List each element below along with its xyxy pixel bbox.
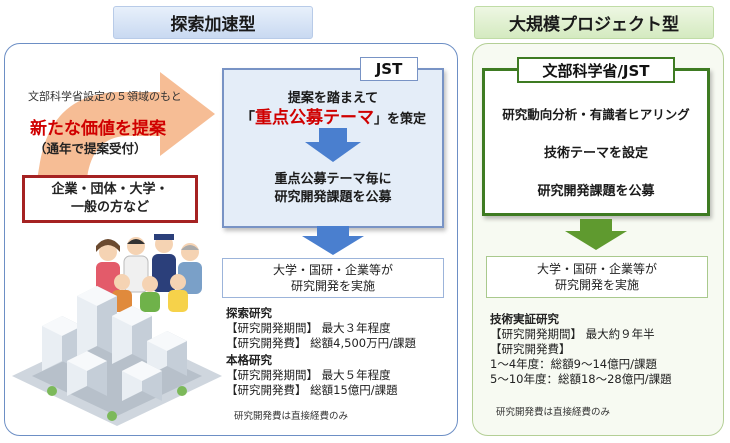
right-result-line2: 研究開発を実施 — [554, 278, 639, 292]
explore-period: 【研究開発期間】 最大３年程度 — [226, 321, 391, 335]
right-header-label: 大規模プロジェクト型 — [509, 15, 679, 35]
jst-line2-close: 」を策定 — [374, 112, 427, 127]
left-result-box: 大学・国研・企業等が 研究開発を実施 — [222, 258, 444, 298]
jst-line2-open: 「 — [239, 109, 255, 127]
demo-cost: 【研究開発費】 — [490, 342, 571, 356]
proposal-sub: （通年で提案受付） — [34, 141, 147, 156]
left-result-line1: 大学・国研・企業等が — [272, 263, 393, 277]
full-period: 【研究開発期間】 最大５年程度 — [226, 368, 391, 382]
explore-title: 探索研究 — [226, 306, 272, 320]
left-result-line2: 研究開発を実施 — [290, 279, 375, 293]
jst-line1: 提案を踏まえて — [287, 91, 379, 106]
city-illustration — [12, 286, 222, 426]
left-header: 探索加速型 — [113, 6, 313, 39]
jst-line2: 「重点公募テーマ」を策定 — [222, 103, 444, 128]
proposal-title: 新たな価値を提案 — [30, 119, 166, 139]
mext-line1: 研究動向分析・有識者ヒアリング — [502, 107, 690, 122]
mext-line2: 技術テーマを設定 — [543, 146, 648, 161]
mext-line3: 研究開発課題を公募 — [537, 184, 655, 199]
demo-title: 技術実証研究 — [490, 312, 559, 326]
left-header-label: 探索加速型 — [170, 15, 256, 35]
left-down-arrow — [302, 226, 364, 255]
jst-line2-emphasis: 重点公募テーマ — [255, 108, 374, 128]
demo-cost1: 1～4年度：総額9～14億円/課題 — [490, 357, 657, 371]
right-header: 大規模プロジェクト型 — [474, 6, 714, 39]
full-cost: 【研究開発費】 総額15億円/課題 — [226, 383, 398, 397]
left-note: 研究開発費は直接経費のみ — [234, 411, 349, 422]
mext-box — [482, 68, 710, 216]
field-note: 文部科学省設定の５領域のもと — [28, 90, 182, 103]
people-illustration — [96, 234, 202, 312]
right-note: 研究開発費は直接経費のみ — [496, 407, 611, 418]
right-result-box: 大学・国研・企業等が 研究開発を実施 — [486, 256, 708, 298]
jst-inner-arrow — [305, 128, 361, 162]
right-info: 技術実証研究 【研究開発期間】 最大約９年半 【研究開発費】 1～4年度：総額9… — [490, 312, 720, 387]
demo-cost2: 5～10年度：総額18～28億円/課題 — [490, 372, 672, 386]
jst-line3: 重点公募テーマ毎に — [274, 172, 392, 187]
applicant-line1: 企業・団体・大学・ — [51, 182, 169, 197]
applicant-box: 企業・団体・大学・ 一般の方など — [22, 175, 198, 223]
demo-period: 【研究開発期間】 最大約９年半 — [490, 327, 655, 341]
explore-cost: 【研究開発費】 総額4,500万円/課題 — [226, 336, 416, 350]
jst-label: JST — [360, 57, 418, 81]
applicant-line2: 一般の方など — [70, 200, 149, 215]
mext-label: 文部科学省/JST — [517, 57, 675, 83]
jst-line4: 研究開発課題を公募 — [274, 190, 392, 205]
right-result-line1: 大学・国研・企業等が — [536, 262, 657, 276]
right-down-arrow — [565, 219, 627, 250]
left-info: 探索研究 【研究開発期間】 最大３年程度 【研究開発費】 総額4,500万円/課… — [226, 306, 452, 398]
full-title: 本格研究 — [226, 353, 272, 367]
